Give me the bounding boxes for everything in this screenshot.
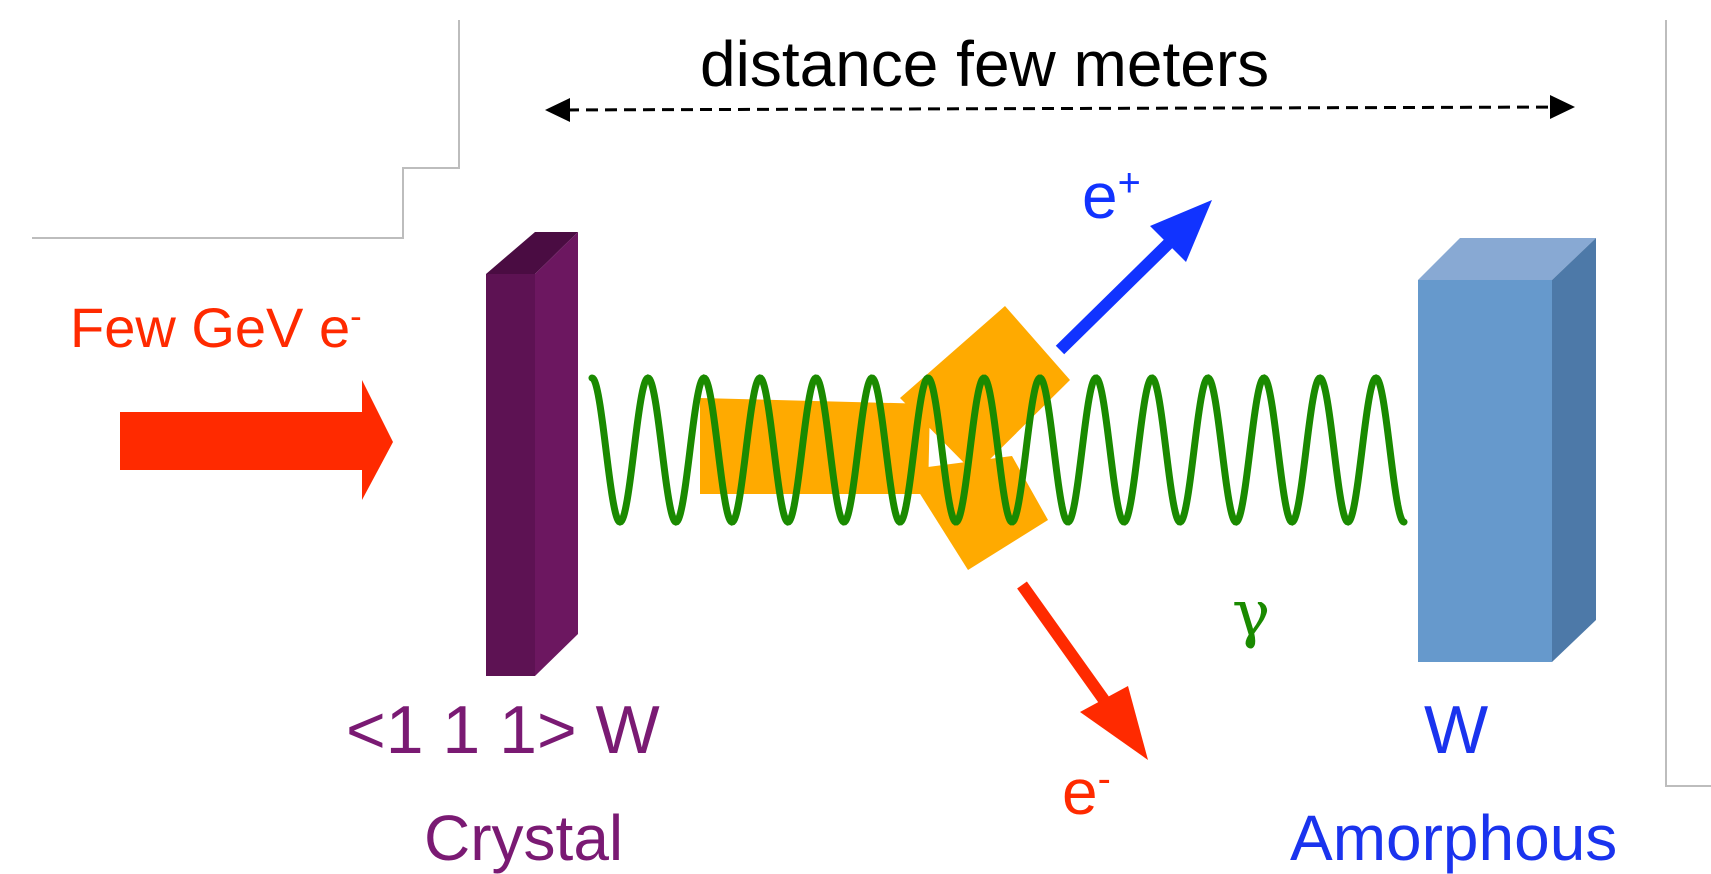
crystal-slab: [486, 232, 578, 676]
burst-lower-lobe: [905, 456, 1048, 570]
electron-arrow-head: [1080, 686, 1148, 760]
electron-label: e-: [1062, 757, 1111, 824]
frame-line-left: [32, 20, 460, 239]
positron-arrow-head: [1150, 200, 1212, 262]
electron-arrow-shaft: [1017, 581, 1109, 704]
photon-wave: [588, 374, 1408, 526]
burst-band: [700, 398, 930, 494]
amorphous-block-side: [1552, 238, 1596, 662]
positron-label-charge: +: [1117, 161, 1141, 206]
crystal-slab-side: [535, 232, 578, 676]
frame-line-right: [1665, 20, 1711, 787]
distance-arrow: [547, 105, 1573, 112]
incoming-beam-arrow: [120, 380, 393, 500]
electron-arrow: [1017, 581, 1148, 760]
amorphous-block-front: [1418, 280, 1552, 662]
amorphous-target-block: [1418, 238, 1596, 662]
beam-label-charge: -: [350, 297, 362, 336]
amorphous-block-top: [1418, 238, 1596, 280]
amorphous-name-label: Amorphous: [1290, 802, 1618, 874]
positron-label-base: e: [1082, 160, 1118, 232]
crystal-slab-top: [486, 232, 578, 274]
beam-label-text: Few GeV e: [70, 296, 351, 359]
crystal-orientation-label: <1 1 1> W: [346, 692, 660, 768]
electron-label-base: e: [1062, 756, 1098, 828]
distance-label: distance few meters: [700, 32, 1269, 96]
positron-label: e+: [1082, 161, 1141, 228]
electron-label-charge: -: [1097, 757, 1111, 802]
positron-arrow-shaft: [1055, 237, 1175, 355]
positron-arrow: [1055, 200, 1212, 355]
crystal-slab-front: [486, 274, 535, 676]
amorphous-element-label: W: [1424, 692, 1489, 768]
incoming-beam-label: Few GeV e-: [70, 300, 362, 356]
gamma-label: γ: [1232, 577, 1271, 651]
distance-arrow-right-head: [1550, 95, 1575, 119]
distance-arrow-left-head: [545, 98, 570, 122]
distance-label-text: distance few meters: [700, 28, 1270, 100]
crystal-name-label: Crystal: [424, 802, 624, 874]
